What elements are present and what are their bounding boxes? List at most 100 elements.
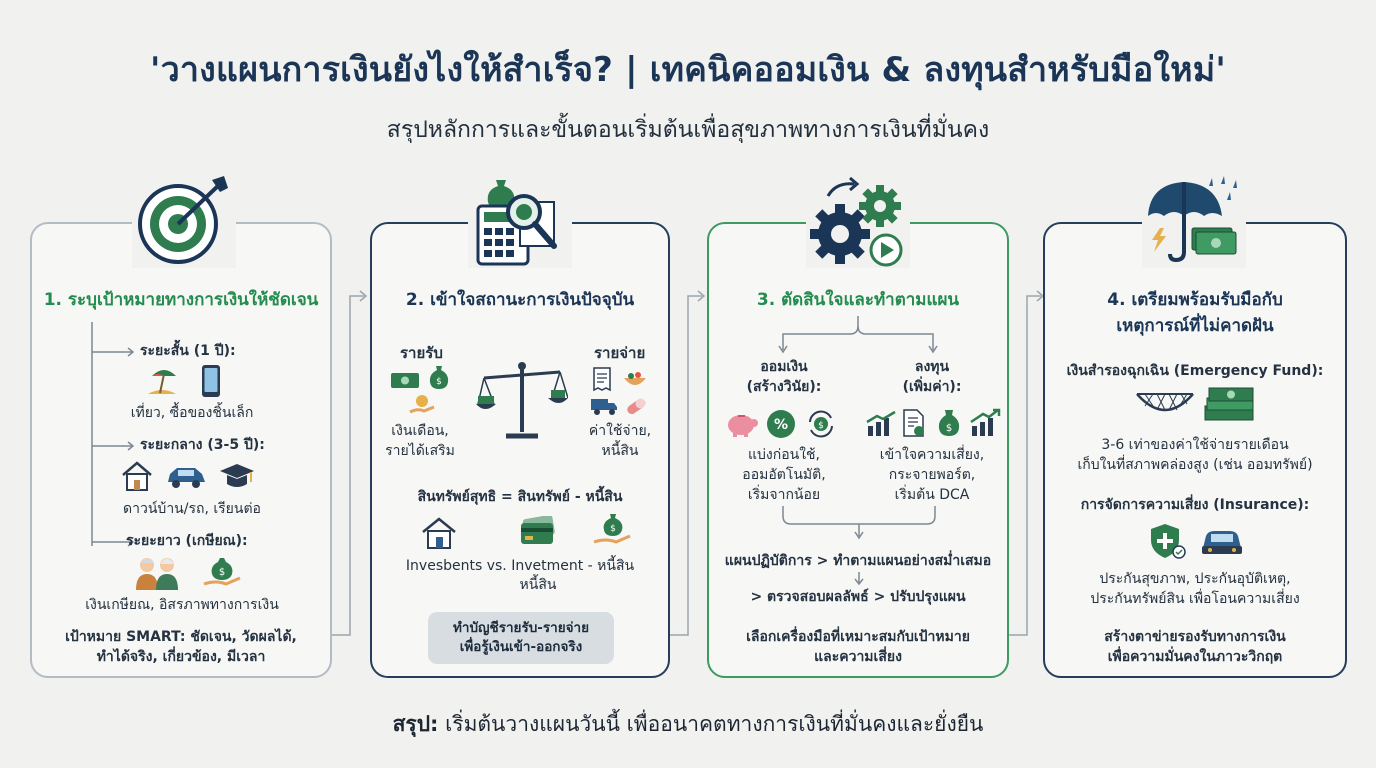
step2-title: 2. เข้าใจสถานะการเงินปัจจุบัน (405, 290, 635, 310)
balance-scale-icon (476, 358, 568, 440)
smart-goal-line2: ทำได้จริง, เกี่ยวข้อง, มีเวลา (96, 649, 266, 665)
percent-icon: % (765, 408, 797, 440)
asset-house-icon (420, 516, 458, 550)
svg-text:$: $ (818, 421, 824, 431)
food-bowl-icon (622, 368, 648, 390)
insurance-desc1: ประกันสุขภาพ, ประกันอุบัติเหตุ, (1099, 571, 1291, 587)
insurance-label: การจัดการความเสี่ยง (Insurance): (1080, 497, 1310, 513)
bar-chart-icon (865, 410, 897, 438)
money-bag-icon: $ (428, 364, 450, 390)
mid-term-desc: ดาวน์บ้าน/รถ, เรียนต่อ (123, 501, 261, 517)
saving-label1: ออมเงิน (760, 359, 808, 375)
graduation-cap-icon (218, 460, 256, 492)
house-icon (120, 460, 154, 492)
step3-card: 3. ตัดสินใจและทำตามแผน ออมเงิน (สร้างวิน… (707, 222, 1009, 678)
goal-tree-lines (91, 322, 135, 547)
car-icon (164, 464, 208, 490)
expense-desc1: ค่าใช้จ่าย, (588, 423, 652, 439)
page-subtitle: สรุปหลักการและขั้นตอนเริ่มต้นเพื่อสุขภาพ… (386, 117, 990, 143)
insurance-desc2: ประกันทรัพย์สิน เพื่อโอนความเสี่ยง (1090, 591, 1300, 607)
split-arrows (778, 316, 938, 354)
invest-label1: ลงทุน (914, 359, 950, 375)
saving-desc1: แบ่งก่อนใช้, (748, 447, 820, 463)
emergency-fund-label: เงินสำรองฉุกเฉิน (Emergency Fund): (1066, 363, 1324, 379)
umbrella-icon (1142, 172, 1246, 268)
piggy-bank-icon (725, 410, 759, 438)
svg-text:$: $ (219, 567, 225, 578)
long-term-desc: เงินเกษียณ, อิสรภาพทางการเงิน (85, 597, 279, 613)
action-plan-line2: > ตรวจสอบผลลัพธ์ > ปรับปรุงแผน (750, 589, 966, 605)
debt-hand-icon: $ (592, 512, 632, 550)
assets-line1: Invesbents vs. Invetment - หนี้สิน (405, 558, 635, 574)
health-shield-icon (1147, 522, 1187, 562)
income-label: รายรับ (400, 344, 443, 362)
connector-2-3 (670, 290, 706, 636)
recurring-coin-icon: $ (805, 408, 837, 440)
saving-label2: (สร้างวินัย): (746, 379, 822, 395)
income-desc2: รายได้เสริม (385, 443, 455, 459)
credit-card-icon (518, 516, 558, 546)
page-title: 'วางแผนการเงินยังไงให้สำเร็จ? | เทคนิคออ… (149, 50, 1227, 90)
invest-desc3: เริ่มต้น DCA (894, 487, 970, 503)
step3-title: 3. ตัดสินใจและทำตามแผน (756, 290, 960, 310)
action-plan-line1: แผนปฏิบัติการ > ทำตามแผนอย่างสม่ำเสมอ (724, 553, 992, 569)
bookkeeping-line2: เพื่อรู้เงินเข้า-ออกจริง (459, 639, 583, 655)
emergency-fund-desc1: 3-6 เท่าของค่าใช้จ่ายรายเดือน (1101, 437, 1289, 453)
emergency-fund-desc2: เก็บในที่สภาพคล่องสูง (เช่น ออมทรัพย์) (1077, 457, 1313, 473)
target-icon (132, 172, 236, 268)
calculator-magnifier-icon (468, 172, 572, 268)
bookkeeping-line1: ทำบัญชีรายรับ-รายจ่าย (452, 620, 590, 636)
cash-stack-icon (1201, 384, 1257, 424)
invest-bag-icon: $ (937, 408, 961, 438)
expense-desc2: หนี้สิน (601, 443, 639, 459)
document-coin-icon (901, 408, 927, 438)
step1-title: 1. ระบุเป้าหมายทางการเงินให้ชัดเจน (43, 290, 319, 310)
step2-card: 2. เข้าใจสถานะการเงินปัจจุบัน รายรับ $ เ… (370, 222, 670, 678)
bookkeeping-pill: ทำบัญชีรายรับ-รายจ่าย เพื่อรู้เงินเข้า-อ… (428, 612, 614, 664)
tool-choice-line1: เลือกเครื่องมือที่เหมาะสมกับเป้าหมาย (746, 629, 970, 645)
receipt-icon (592, 366, 612, 392)
svg-text:$: $ (610, 524, 616, 534)
income-desc1: เงินเดือน, (391, 423, 449, 439)
phone-icon (200, 364, 222, 398)
summary-text: เริ่มต้นวางแผนวันนี้ เพื่ออนาคตทางการเงิ… (445, 712, 984, 736)
merge-arrows (782, 506, 936, 540)
elderly-couple-icon (132, 554, 182, 590)
pill-icon (624, 396, 648, 416)
coin-hand-icon (408, 394, 436, 416)
invest-desc2: กระจายพอร์ต, (888, 467, 976, 483)
svg-text:%: % (774, 417, 788, 433)
safety-net-icon (1135, 390, 1195, 420)
net-worth-formula: สินทรัพย์สุทธิ = สินทรัพย์ - หนี้สิน (417, 489, 623, 505)
beach-icon (144, 364, 180, 398)
expense-label: รายจ่าย (594, 344, 646, 362)
invest-label2: (เพิ่มค่า): (902, 379, 962, 395)
saving-desc2: ออมอัตโนมัติ, (742, 467, 826, 483)
assets-line2: หนี้สิน (519, 577, 557, 593)
action-plan-arrow (854, 572, 864, 586)
step1-card: 1. ระบุเป้าหมายทางการเงินให้ชัดเจน ระยะส… (30, 222, 332, 678)
tool-choice-line2: และความเสี่ยง (814, 649, 902, 665)
truck-icon (590, 396, 618, 416)
short-term-desc: เที่ยว, ซื้อของชิ้นเล็ก (130, 405, 254, 421)
smart-goal-line1: เป้าหมาย SMART: ชัดเจน, วัดผลได้, (65, 629, 297, 645)
money-hand-icon: $ (202, 554, 242, 590)
step4-card: 4. เตรียมพร้อมรับมือกับ เหตุการณ์ที่ไม่ค… (1043, 222, 1347, 678)
long-term-label: ระยะยาว (เกษียณ): (126, 533, 248, 549)
short-term-label: ระยะสั้น (1 ปี): (140, 343, 236, 359)
invest-desc1: เข้าใจความเสี่ยง, (879, 447, 985, 463)
safety-net-line1: สร้างตาข่ายรองรับทางการเงิน (1104, 629, 1286, 645)
safety-net-line2: เพื่อความมั่นคงในภาวะวิกฤต (1107, 649, 1283, 665)
step4-title-line1: 4. เตรียมพร้อมรับมือกับ (1107, 290, 1283, 310)
gears-icon (806, 172, 910, 268)
svg-text:$: $ (436, 377, 442, 387)
growth-chart-icon (969, 408, 1001, 438)
svg-text:$: $ (946, 423, 952, 434)
summary-footer: สรุป: เริ่มต้นวางแผนวันนี้ เพื่ออนาคตทาง… (0, 708, 1376, 741)
connector-1-2 (332, 290, 368, 636)
cash-icon (390, 370, 420, 390)
step4-title-line2: เหตุการณ์ที่ไม่คาดฝัน (1116, 316, 1274, 336)
summary-label: สรุป: (392, 712, 439, 736)
car-insurance-icon (1199, 526, 1245, 560)
saving-desc3: เริ่มจากน้อย (747, 487, 821, 503)
